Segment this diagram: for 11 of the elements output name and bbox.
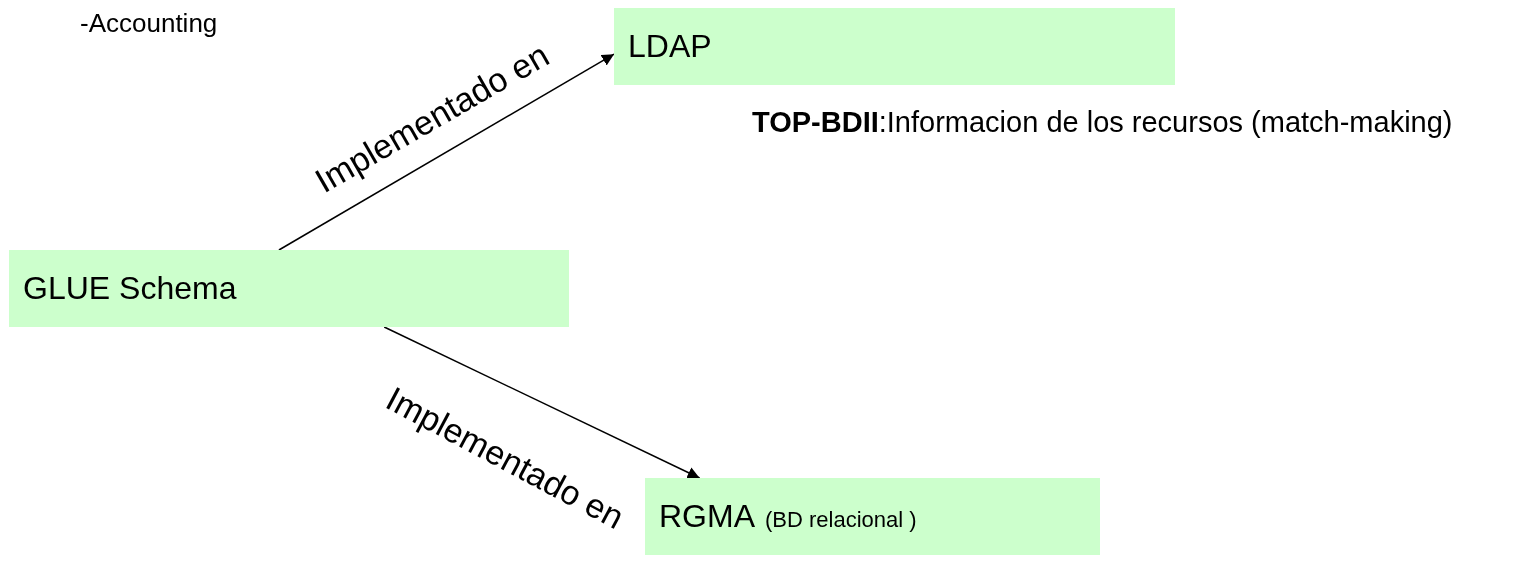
node-text: (BD relacional ) bbox=[765, 506, 917, 533]
process-box bbox=[614, 8, 1175, 85]
node-text: LDAP bbox=[628, 28, 712, 65]
node-text: RGMA bbox=[659, 498, 755, 535]
note-text: TOP-BDII:Informacion de los recursos (match-making) bbox=[752, 105, 1454, 140]
note-text: -Accounting bbox=[80, 7, 219, 40]
node-text: GLUE Schema bbox=[23, 270, 237, 307]
arrow bbox=[383, 326, 701, 479]
process-box bbox=[645, 478, 1100, 555]
arrow bbox=[278, 53, 615, 251]
process-box bbox=[9, 250, 569, 327]
